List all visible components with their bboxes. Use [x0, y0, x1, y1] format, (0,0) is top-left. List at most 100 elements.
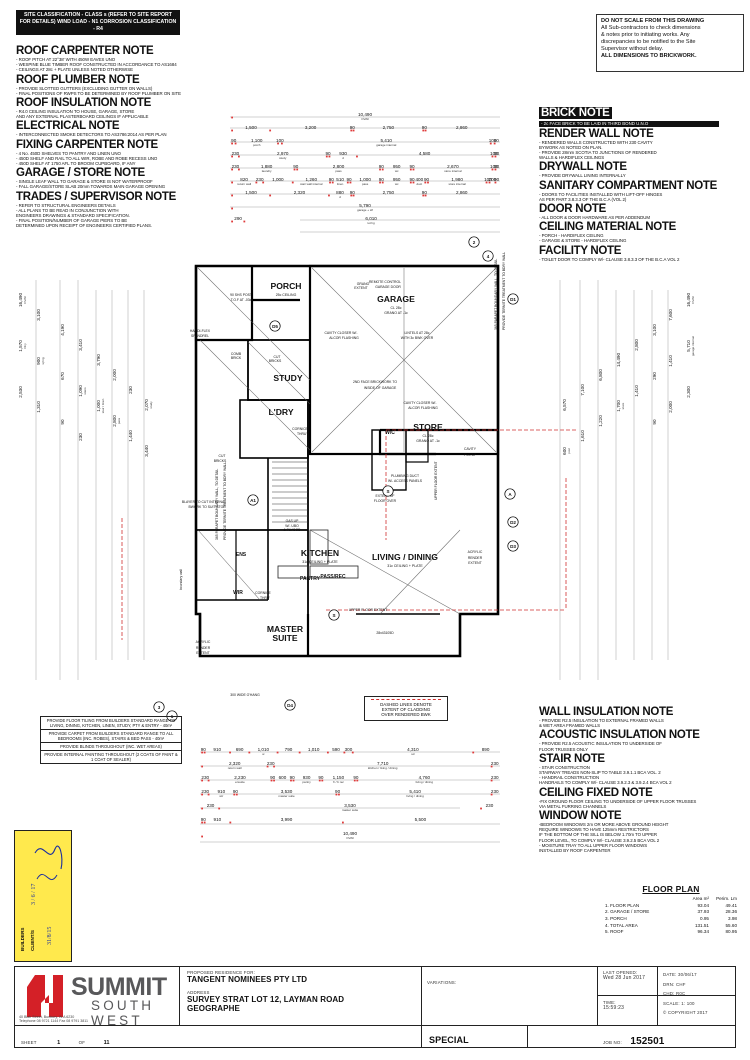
note-line: WALLS & HARDIFLEX CEILINGS [539, 155, 605, 161]
detail-bubble-circle[interactable] [482, 250, 494, 262]
note-line: - RENDERED WALLS CONSTRUCTED WITH 230 CA… [539, 139, 653, 145]
note-line: - PROVIDE SLOTTED GUTTERS (EXCLUDING GUT… [16, 85, 153, 91]
dimension-tick [203, 751, 206, 754]
note-line: STAIRWAY TREADS NON-SLIP TO TABLE 3.9.1.… [539, 770, 661, 776]
company-name: SUMMIT [71, 973, 167, 1001]
detail-bubble-circle[interactable] [269, 320, 281, 332]
dimension-label: stair wall internal [300, 182, 323, 186]
signature-scribble: 3 / 6 / 17 31/8/15 [31, 845, 63, 945]
dimension-label-vertical: post [567, 448, 571, 454]
dimension-tick [290, 779, 292, 782]
dimension-value: 5,500 [415, 817, 427, 822]
room-label-pantry: PANTRY [300, 576, 321, 582]
dimension-value: 2,230 [234, 775, 246, 780]
dimension-value: 1,150 [333, 775, 345, 780]
note-line: REQUIRE WINDOWS TO HAVE 125mm RESTRICTOR… [539, 827, 649, 833]
dimension-value: 90 [346, 177, 352, 182]
dimension-tick [248, 751, 251, 754]
dimension-tick [352, 129, 355, 132]
plan-annotation: ACRYLIC [196, 640, 211, 644]
plan-annotation: LINTELS AT 28c [405, 331, 430, 335]
dimension-value: 910 [213, 747, 221, 752]
schedule-cell-area: 93.04 [697, 902, 710, 908]
dimension-tick [489, 142, 492, 145]
detail-bubble-circle[interactable] [507, 540, 519, 552]
note-line: IF THE BOTTOM OF THE SILL IS BELOW 1.70m… [539, 832, 657, 838]
dimension-value-vertical: 6,570 [562, 399, 567, 411]
notice-line-4: Supervisor without delay. [601, 46, 664, 53]
last-opened-label: LAST OPENED: [603, 970, 638, 975]
dimension-value: 230 [207, 803, 215, 808]
signature-clients-label: CLIENT/S [30, 930, 35, 951]
dimension-value: 4,580 [419, 151, 431, 156]
detail-bubble-circle[interactable] [166, 710, 178, 722]
dimension-tick [277, 142, 279, 145]
dimension-tick [346, 181, 349, 184]
dimension-value: 1,500 [245, 190, 257, 195]
plan-annotation: PROVIDE TERMITE TREATMENT TO BDRY WALL [223, 462, 227, 540]
dimension-value: 100 [490, 151, 498, 156]
detail-bubble-circle[interactable] [382, 485, 394, 497]
plan-annotation: THRU' [297, 432, 307, 436]
plan-annotation: W/- ACCESS PANELS [388, 479, 423, 483]
detail-bubble-circle[interactable] [507, 516, 519, 528]
dimension-tick [472, 751, 475, 754]
dimension-tick [207, 793, 210, 796]
last-opened-value: Wed 28 Jun 2017 [603, 975, 646, 981]
note-line: - 2c FACE BRICK TO BE LAID IN THIRD BOND… [539, 121, 719, 127]
dimension-label: d [339, 195, 341, 199]
dimension-value: 90 [422, 125, 428, 130]
dimension-label-vertical: stairs [83, 387, 87, 395]
dimension-label: ensuite [235, 780, 245, 784]
dimension-value: 90 [409, 177, 415, 182]
note-line: - PORCH - HARDIFLEX CEILING [539, 233, 604, 239]
detail-bubble-circle[interactable] [247, 494, 259, 506]
dimension-value-vertical: 1,220 [598, 415, 603, 427]
dimension-value: 90 [350, 125, 356, 130]
signature-builders-label: BUILDERS [20, 927, 25, 951]
dimension-tick [229, 821, 232, 824]
issue-meta-group: DATE: 30/06/17 DRN: CHF CHD: R0C SCALE: … [663, 970, 733, 1018]
dimension-value: 230 [232, 151, 240, 156]
dimension-value-vertical: 1,610 [580, 430, 585, 442]
signature-block[interactable]: 3 / 6 / 17 31/8/15 BUILDERS CLIENT/S [14, 830, 72, 962]
detail-bubble-circle[interactable] [504, 488, 516, 500]
detail-bubble-circle[interactable] [507, 293, 519, 305]
dimension-value-vertical: 290 [652, 372, 657, 380]
detail-bubble-label: D1 [510, 297, 516, 302]
detail-bubble-circle[interactable] [468, 236, 480, 248]
dimension-value: 230 [486, 803, 494, 808]
proposed-residence-group: PROPOSED RESIDENCE FOR: TANGENT NOMINEES… [187, 970, 417, 1013]
dimension-value-vertical: 230 [128, 386, 133, 394]
detail-bubble-circle[interactable] [153, 701, 165, 713]
dimension-tick [491, 168, 494, 171]
room-label-garage: GARAGE [377, 294, 415, 304]
plan-annotation: CUT [274, 355, 281, 359]
dimension-tick [255, 181, 258, 184]
dimension-tick [493, 142, 496, 145]
dimension-tick [424, 181, 427, 184]
detail-bubble-circle[interactable] [284, 699, 296, 711]
dimension-value: 90 [233, 789, 239, 794]
plan-annotation: BRICKS [214, 459, 227, 463]
site-classification-banner: SITE CLASSIFICATION - CLASS s (REFER TO … [16, 10, 180, 35]
dimension-tick [269, 129, 272, 132]
detail-bubble-circle[interactable] [328, 609, 340, 621]
dimension-label: kitchen / living / dining [368, 766, 398, 770]
note-line: -FIX GROUND FLOOR CEILING TO UNDERSIDE O… [539, 798, 697, 804]
detail-bubble-label: S [332, 613, 335, 618]
cladding-line-0: DASHED LINES DENOTE [380, 701, 432, 707]
dimension-value: 230 [201, 775, 209, 780]
dimension-label-vertical: stair / linen [101, 398, 105, 413]
date-row: DATE: 30/06/17 [663, 972, 697, 977]
dimension-tick [201, 821, 203, 824]
notice-line-1: All Sub-contractors to check dimensions [601, 25, 701, 32]
dimension-value: 690 [236, 747, 244, 752]
plan-annotation: UPPER FLOOR EXTENT [434, 461, 438, 500]
dimension-value: 90 [325, 151, 331, 156]
dimension-value: 90 [231, 138, 237, 143]
note-line: FLOOR TRUSSES ONLY [539, 746, 588, 752]
dimension-value: 880 [336, 190, 344, 195]
